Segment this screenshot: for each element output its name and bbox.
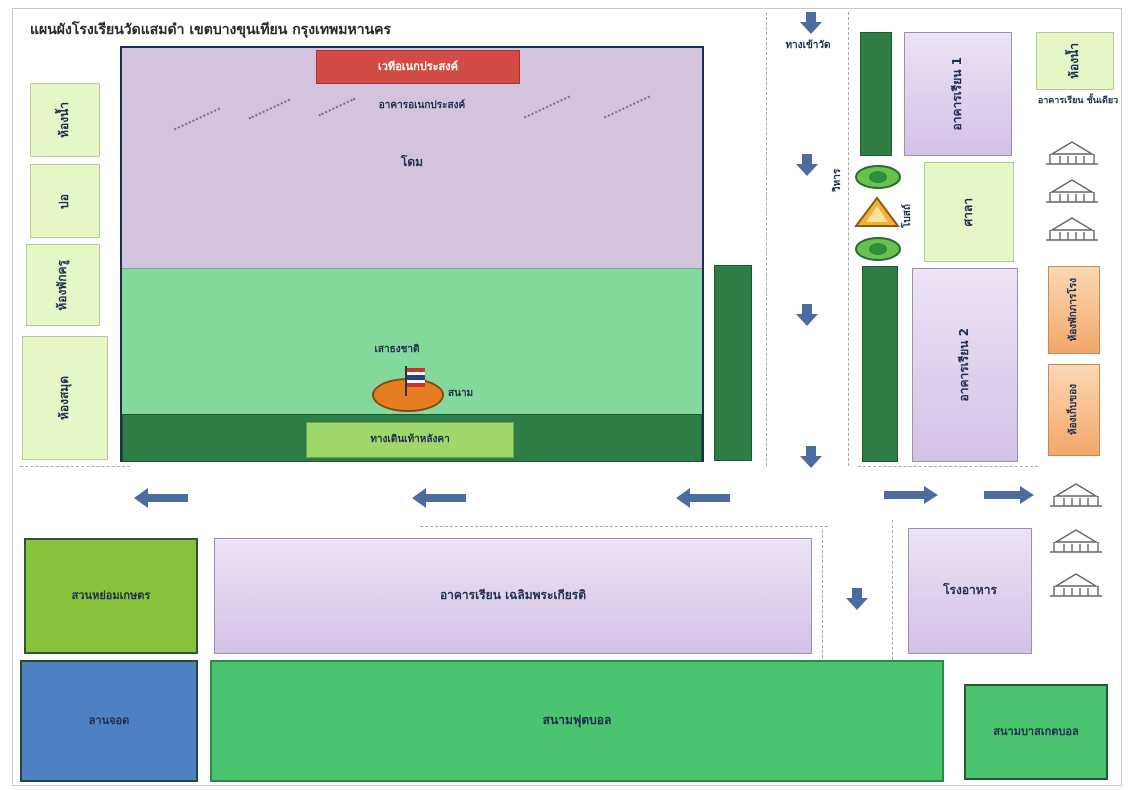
arrow-left-icon: [134, 488, 188, 512]
stage-block: เวทีอเนกประสงค์: [316, 50, 520, 84]
tree-icon: [854, 164, 902, 194]
long-building: อาคารเรียน เฉลิมพระเกียรติ: [214, 538, 812, 654]
right-tree-strip-bottom: [862, 266, 898, 462]
left-building-4: ห้องสมุด: [22, 336, 108, 460]
lower-road-side: [822, 530, 823, 658]
temple-icon: [1042, 214, 1102, 248]
lime-box-label: สวนหย่อมเกษตร: [71, 588, 151, 602]
arrow-down-icon: [796, 154, 818, 180]
arrow-right-icon: [984, 486, 1034, 508]
road-label: ทางเข้าวัด: [785, 40, 831, 51]
court-label: โดม: [400, 155, 424, 169]
tree-strip: [714, 265, 752, 461]
arrow-down-icon: [796, 304, 818, 330]
map-title: แผนผังโรงเรียนวัดแสมดำ เขตบางขุนเทียน กร…: [30, 22, 392, 38]
road-edge-bottom: [20, 466, 130, 467]
left-building-2: บ่อ: [30, 164, 100, 238]
flag-icon: [404, 366, 426, 396]
basketball-court: สนามบาสเกตบอล: [964, 684, 1108, 780]
flag-label: เสาธงชาติ: [374, 344, 420, 355]
parking-label: ลานจอด: [88, 713, 130, 727]
left-building-3: ห้องพักครู: [26, 244, 100, 326]
left-building-3-label: ห้องพักครู: [55, 259, 70, 311]
walkway-block: ทางเดินเท้าหลังคา: [306, 422, 514, 458]
temple-icon: [1046, 480, 1106, 514]
football-field: สนามฟุตบอล: [210, 660, 944, 782]
football-field-label: สนามฟุตบอล: [542, 713, 612, 728]
lower-road-side-2: [892, 520, 893, 660]
lime-box: สวนหย่อมเกษตร: [24, 538, 198, 654]
arrow-left-icon: [412, 488, 466, 512]
pavilion-label: ศาลา: [961, 197, 976, 227]
road-edge-right: [848, 12, 849, 466]
orange-box-1: ห้องพักภารโรง: [1048, 266, 1100, 354]
long-building-label: อาคารเรียน เฉลิมพระเกียรติ: [439, 588, 587, 603]
main-court: เวทีอเนกประสงค์ อาคารอเนกประสงค์ โดม เสา…: [120, 46, 704, 462]
temple-icon: [1042, 176, 1102, 210]
right-lower-building-label: อาคารเรียน 2: [957, 328, 972, 402]
left-building-1-label: ห้องน้ำ: [57, 102, 72, 138]
arrow-right-icon: [884, 486, 938, 508]
road-edge-right-bottom: [858, 466, 1038, 467]
parking-box: ลานจอด: [20, 660, 198, 782]
canteen-label: โรงอาหาร: [943, 583, 997, 598]
orange-box-2: ห้องเก็บของ: [1048, 364, 1100, 456]
right-tree-strip-top: [860, 32, 892, 156]
temple-icon: [1046, 526, 1106, 560]
right-upper-building: อาคารเรียน 1: [904, 32, 1012, 156]
stage-label: เวทีอเนกประสงค์: [378, 59, 458, 73]
walkway-label: ทางเดินเท้าหลังคา: [370, 434, 450, 446]
temple-caption: อาคารเรียน ชั้นเดียว: [1037, 96, 1119, 106]
pond-label: สนาม: [448, 388, 474, 399]
left-building-1: ห้องน้ำ: [30, 83, 100, 157]
arrow-left-icon: [676, 488, 730, 512]
canteen-building: โรงอาหาร: [908, 528, 1032, 654]
court-upper: [122, 48, 702, 268]
arrow-down-icon: [846, 588, 868, 614]
temple-icon: [1042, 138, 1102, 172]
court-subtitle: อาคารอเนกประสงค์: [378, 100, 466, 111]
shrine-label: โบสถ์: [902, 204, 913, 228]
right-lower-building: อาคารเรียน 2: [912, 268, 1018, 462]
top-right-box: ห้องน้ำ: [1036, 32, 1114, 90]
left-building-4-label: ห้องสมุด: [57, 375, 72, 420]
temple-icon: [1046, 570, 1106, 604]
left-building-2-label: บ่อ: [57, 193, 72, 209]
orange-box-1-label: ห้องพักภารโรง: [1068, 278, 1080, 342]
right-upper-building-label: อาคารเรียน 1: [950, 57, 965, 131]
top-right-box-label: ห้องน้ำ: [1067, 43, 1082, 79]
arrow-down-icon: [800, 12, 822, 38]
right-col-label: วิหาร: [832, 168, 843, 192]
orange-box-2-label: ห้องเก็บของ: [1068, 384, 1080, 436]
shrine-icon: [852, 196, 902, 234]
pavilion-box: ศาลา: [924, 162, 1014, 262]
lower-road-edge: [420, 526, 828, 527]
arrow-down-icon: [800, 446, 822, 472]
tree-icon: [854, 236, 902, 266]
basketball-court-label: สนามบาสเกตบอล: [993, 724, 1079, 738]
road-edge-left: [766, 12, 767, 466]
